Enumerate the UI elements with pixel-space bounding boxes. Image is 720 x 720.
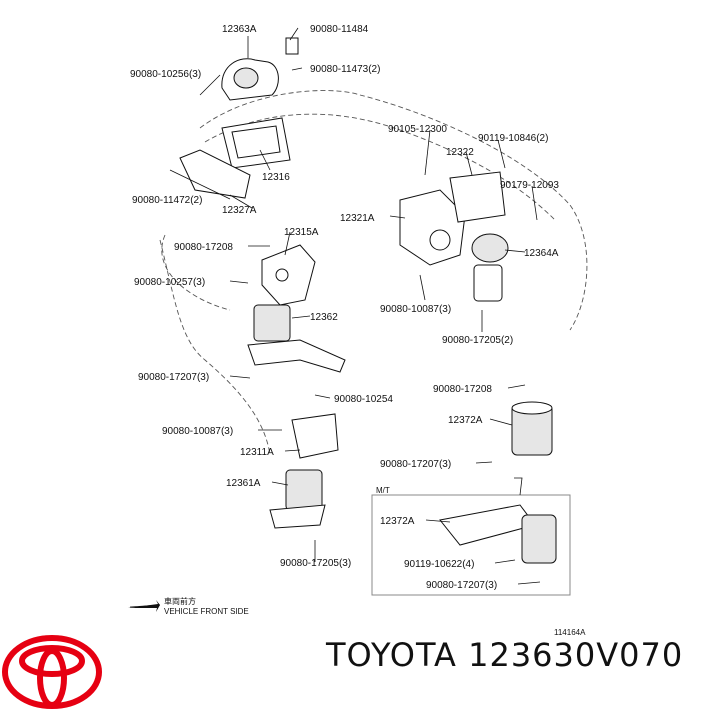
label-90119-10846: 90119-10846(2) (478, 133, 548, 144)
label-90080-17208-top: 90080-17208 (174, 242, 233, 253)
label-mt: M/T (376, 486, 390, 495)
bracket-12311a (291, 413, 339, 459)
mount-12363a (221, 37, 299, 101)
bracket-12321a (399, 171, 506, 266)
vehicle-front-indicator: 車両前方 VEHICLE FRONT SIDE (128, 596, 249, 616)
mount-12372a (511, 401, 553, 456)
bracket-12316 (221, 117, 291, 169)
label-90080-11473: 90080-11473(2) (310, 64, 380, 75)
label-12316: 12316 (262, 172, 290, 183)
label-90080-17207-left: 90080-17207(3) (138, 372, 209, 383)
label-12362: 12362 (310, 312, 338, 323)
label-12315a: 12315A (284, 227, 319, 238)
label-90080-10257: 90080-10257(3) (134, 277, 205, 288)
label-90080-17208-right: 90080-17208 (433, 384, 492, 395)
toyota-logo (2, 635, 102, 709)
label-90080-17205-bottom: 90080-17205(3) (280, 558, 351, 569)
bracket-12315a (261, 244, 316, 306)
label-90080-10256: 90080-10256(3) (130, 69, 201, 80)
frame-outline-lower (204, 113, 556, 221)
mt-mount-12372a (439, 504, 557, 564)
bracket-12327a (179, 149, 251, 199)
label-12363a: 12363A (222, 24, 257, 35)
label-12364a: 12364A (524, 248, 559, 259)
direction-arrow-shaft (129, 604, 161, 608)
label-90080-11484: 90080-11484 (310, 24, 369, 35)
label-90119-10622: 90119-10622(4) (404, 559, 474, 570)
label-12321a: 12321A (340, 213, 375, 224)
direction-label-jp: 車両前方 (164, 596, 196, 606)
mount-12364a (471, 233, 509, 302)
mt-inset-frame (371, 494, 571, 596)
label-90080-17207-mid: 90080-17207(3) (380, 459, 451, 470)
label-90080-10254: 90080-10254 (334, 394, 393, 405)
label-12327a: 12327A (222, 205, 257, 216)
label-90080-17207-mt: 90080-17207(3) (426, 580, 497, 591)
label-12372a: 12372A (448, 415, 483, 426)
direction-label-en: VEHICLE FRONT SIDE (164, 607, 249, 616)
label-12372a-mt: 12372A (380, 516, 415, 527)
figure-code: 114164A (554, 628, 586, 637)
mount-12361a (269, 469, 326, 529)
leader-lines (169, 27, 541, 585)
label-90080-11472: 90080-11472(2) (132, 195, 202, 206)
mount-12362 (247, 304, 346, 373)
label-12311a: 12311A (240, 447, 274, 458)
part-number-caption: TOYOTA 123630V070 (326, 636, 684, 674)
label-90105-12300: 90105-12300 (388, 124, 447, 135)
label-12361a: 12361A (226, 478, 261, 489)
mt-inset-pointer (514, 477, 523, 496)
frame-outline-left (159, 239, 271, 456)
label-90179-12093: 90179-12093 (500, 180, 559, 191)
label-90080-10087-left: 90080-10087(3) (162, 426, 233, 437)
label-12322: 12322 (446, 147, 474, 158)
frame-outline-left2 (161, 234, 231, 311)
part-labels: 12363A 90080-11484 90080-10256(3) 90080-… (130, 24, 559, 591)
frame-outline (199, 90, 588, 331)
label-90080-17205-right: 90080-17205(2) (442, 335, 513, 346)
label-90080-10087-right: 90080-10087(3) (380, 304, 451, 315)
